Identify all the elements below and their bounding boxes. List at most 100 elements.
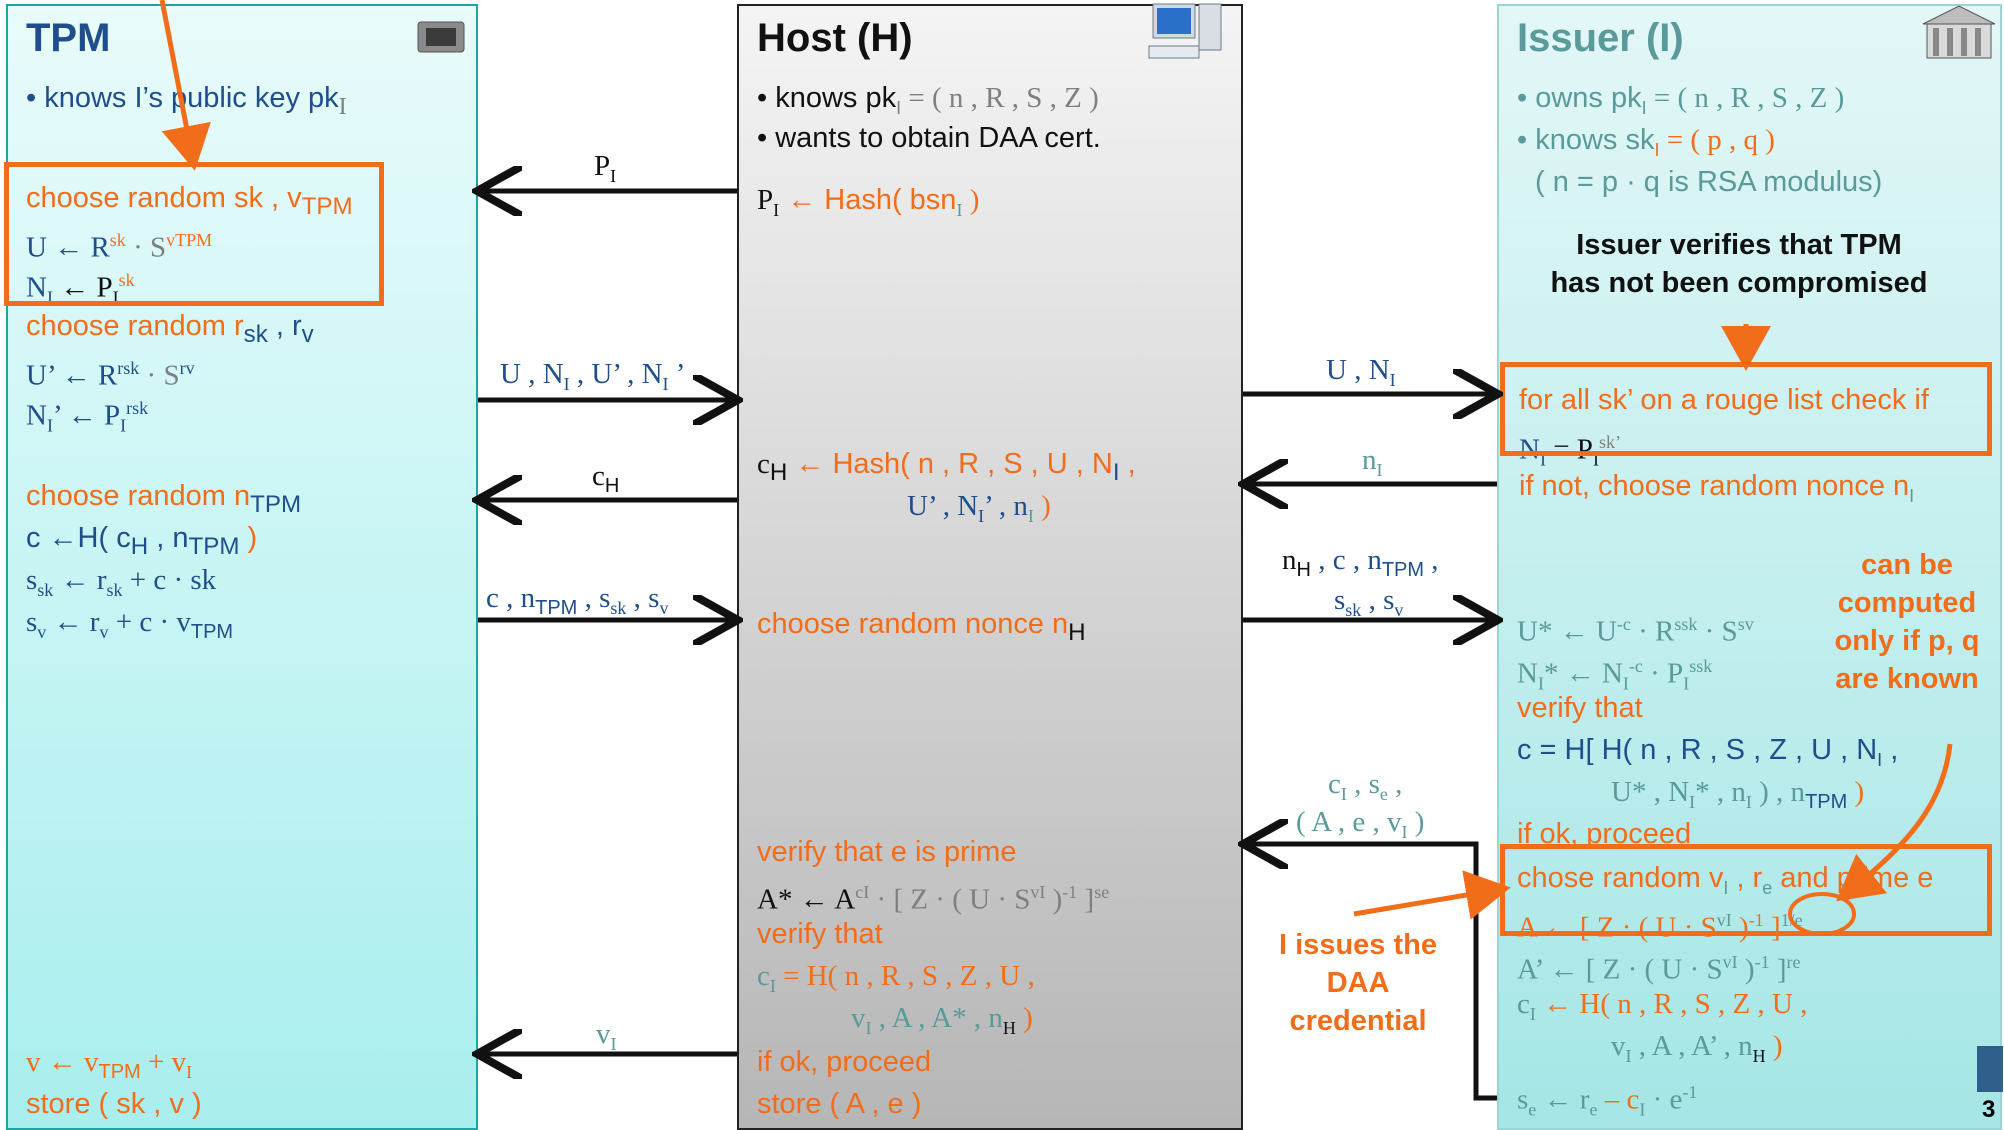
msg-r-nh-label: nH , c , nTPM , [1282, 542, 1439, 588]
issuer-ci-line2-text: v [1611, 1030, 1626, 1062]
issuer-nistar-e1: -c [1628, 656, 1643, 676]
page-number: 3 [1982, 1096, 1996, 1123]
issuer-nistar: NI* ← NI-c · PIssk [1517, 648, 1712, 701]
issuer-ustar-mid2: · S [1697, 615, 1738, 648]
issuer-ap-mid: ) [1737, 953, 1755, 986]
msg-c-ntpm-mid2: , s [626, 582, 660, 614]
tpm-nip-mid: ’ ← P [52, 399, 121, 432]
issuer-ifnot: if not, choose random nonce nI [1519, 468, 1914, 514]
issuer-se-mid: ← r [1536, 1083, 1590, 1116]
msg-r-u-ni-sub: I [1389, 369, 1396, 390]
issuer-c-line2-end: ) [1847, 776, 1865, 808]
host-ci-line2-sub2: H [1002, 1017, 1016, 1038]
msg-r-nh-end: , [1424, 544, 1439, 576]
issuer-nistar-sub3: I [1683, 673, 1690, 694]
issuer-chose-sub2: e [1762, 877, 1773, 898]
tpm-sv: sv ← rv + c · vTPM [26, 604, 233, 650]
msg-c-ntpm-mid: , s [577, 582, 611, 614]
issuer-ifnot-sub: I [1909, 485, 1915, 506]
tpm-u-mid: · S [125, 231, 167, 264]
host-ch-line2-end: ) [1033, 490, 1051, 522]
host-ci-line2-text: v [851, 1002, 866, 1034]
msg-r-ni-text: n [1362, 444, 1377, 476]
computer-icon [1147, 2, 1227, 68]
issuer-a-end: ] [1763, 911, 1781, 944]
tpm-sv-sub: v [37, 621, 47, 642]
tpm-panel: TPM • knows I’s public key pkI choose ra… [6, 4, 478, 1130]
host-verify-that: verify that [757, 918, 883, 950]
msg-r-ni-label: nI [1362, 442, 1383, 488]
issuer-a-e1: vI [1716, 910, 1732, 930]
issuer-nistar-sub2: I [1622, 673, 1629, 694]
issuer-se-mid2: – c [1597, 1083, 1640, 1116]
issuer-se-sub3: I [1639, 1099, 1646, 1120]
msg-r-ci-text: c [1328, 768, 1341, 800]
issuer-se-sub2: e [1589, 1099, 1598, 1120]
host-pi-eq: PI ← Hash( bsnI ) [757, 182, 979, 228]
issuer-owns-sub: I [1641, 97, 1647, 118]
issuer-owns-text: • owns pk [1517, 82, 1642, 114]
msg-ch-text: c [592, 460, 605, 492]
msg-r-nh-text: n [1282, 544, 1297, 576]
issuer-owns: • owns pkI = ( n , R , S , Z ) [1517, 80, 1844, 126]
msg-r-ci-end: , [1387, 768, 1403, 800]
issuer-se-text: s [1517, 1083, 1529, 1116]
tpm-up-exp2: rv [179, 358, 195, 378]
msg-r-ssk-label: ssk , sv [1334, 582, 1403, 628]
msg-r-ci-label: cI , se , [1328, 766, 1402, 812]
issuer-rouge2-text: N [1519, 433, 1540, 466]
issuer-ustar-e1: -c [1616, 614, 1631, 634]
issuer-knows-text: • knows sk [1517, 124, 1655, 156]
orange-pointer-tpm [159, 0, 211, 171]
issuer-se-mid3: · e [1645, 1083, 1683, 1116]
host-pi-sub2: I [956, 199, 963, 220]
issuer-se-exp: -1 [1682, 1082, 1698, 1102]
host-nonce: choose random nonce nH [757, 606, 1086, 651]
host-astar-text: A* ← A [757, 883, 856, 916]
tpm-ni-exp: sk [118, 270, 135, 290]
tpm-ssk-rest: ← r [53, 564, 107, 596]
issuer-se: se ← re – cI · e-1 [1517, 1074, 1697, 1127]
msg-r-ssk-text: s [1334, 584, 1346, 616]
issuer-modulus: ( n = p · q is RSA modulus) [1535, 166, 1883, 198]
issuer-a-mid: ) [1731, 911, 1749, 944]
msg-r-ci-sub: I [1340, 783, 1347, 804]
issuer-ustar: U* ← U-c · Rssk · Ssv [1517, 606, 1754, 650]
host-wants: • wants to obtain DAA cert. [757, 122, 1101, 154]
tpm-sv-sub2: v [99, 621, 109, 642]
msg-pi-label: PI [594, 148, 616, 194]
host-astar: A* ← AcI · [ Z · ( U · SvI )-1 ]se [757, 874, 1109, 918]
tpm-nip-text: N [26, 399, 47, 432]
host-astar-exp3: -1 [1062, 882, 1078, 902]
msg-r-ci-sub2: e [1379, 783, 1388, 804]
issuer-ci-line2-end: ) [1765, 1030, 1783, 1062]
msg-u-ni-text: U , N [500, 358, 564, 390]
tpm-choose2-mid: , r [267, 310, 302, 342]
issuer-c-line2-sub2: I [1745, 791, 1752, 812]
msg-pi-text: P [594, 150, 611, 182]
host-ch-line2-sub: I [978, 505, 985, 526]
host-pi-text: P [757, 184, 774, 216]
issuer-a-text: A ← [ Z · ( U · S [1517, 911, 1717, 944]
issuer-ap-e1: vI [1722, 952, 1738, 972]
msg-r-aev-sub: I [1401, 821, 1408, 842]
tpm-ni-sub: I [46, 287, 53, 308]
host-panel: Host (H) • knows pkI = ( n , R , S , Z )… [737, 2, 1243, 1130]
host-ch-line2: U’ , NI’ , nI ) [907, 488, 1051, 534]
tpm-store: store ( sk , v ) [26, 1088, 202, 1120]
msg-ch-label: cH [592, 458, 619, 504]
host-astar-end: ] [1077, 883, 1095, 916]
tpm-v-sub2: I [186, 1061, 193, 1082]
msg-r-ssk-sub: sk [1345, 599, 1362, 620]
issuer-ap-e2: -1 [1754, 952, 1770, 972]
issuer-c-line2-mid2: ) , n [1751, 776, 1806, 808]
tpm-v-mid: + v [140, 1046, 187, 1078]
tpm-up-text: U’ ← R [26, 359, 118, 392]
msg-r-u-ni-label: U , NI [1326, 352, 1396, 398]
tpm-choose1-sub: TPM [301, 192, 353, 220]
issues-annotation: I issues the DAA credential [1279, 929, 1437, 1037]
msg-r-ssk-sub2: v [1394, 599, 1404, 620]
issuer-rouge2-sub2: I [1592, 449, 1599, 470]
issuer-ci-sub: I [1529, 1003, 1536, 1024]
issuer-ci-text: c [1517, 988, 1530, 1020]
